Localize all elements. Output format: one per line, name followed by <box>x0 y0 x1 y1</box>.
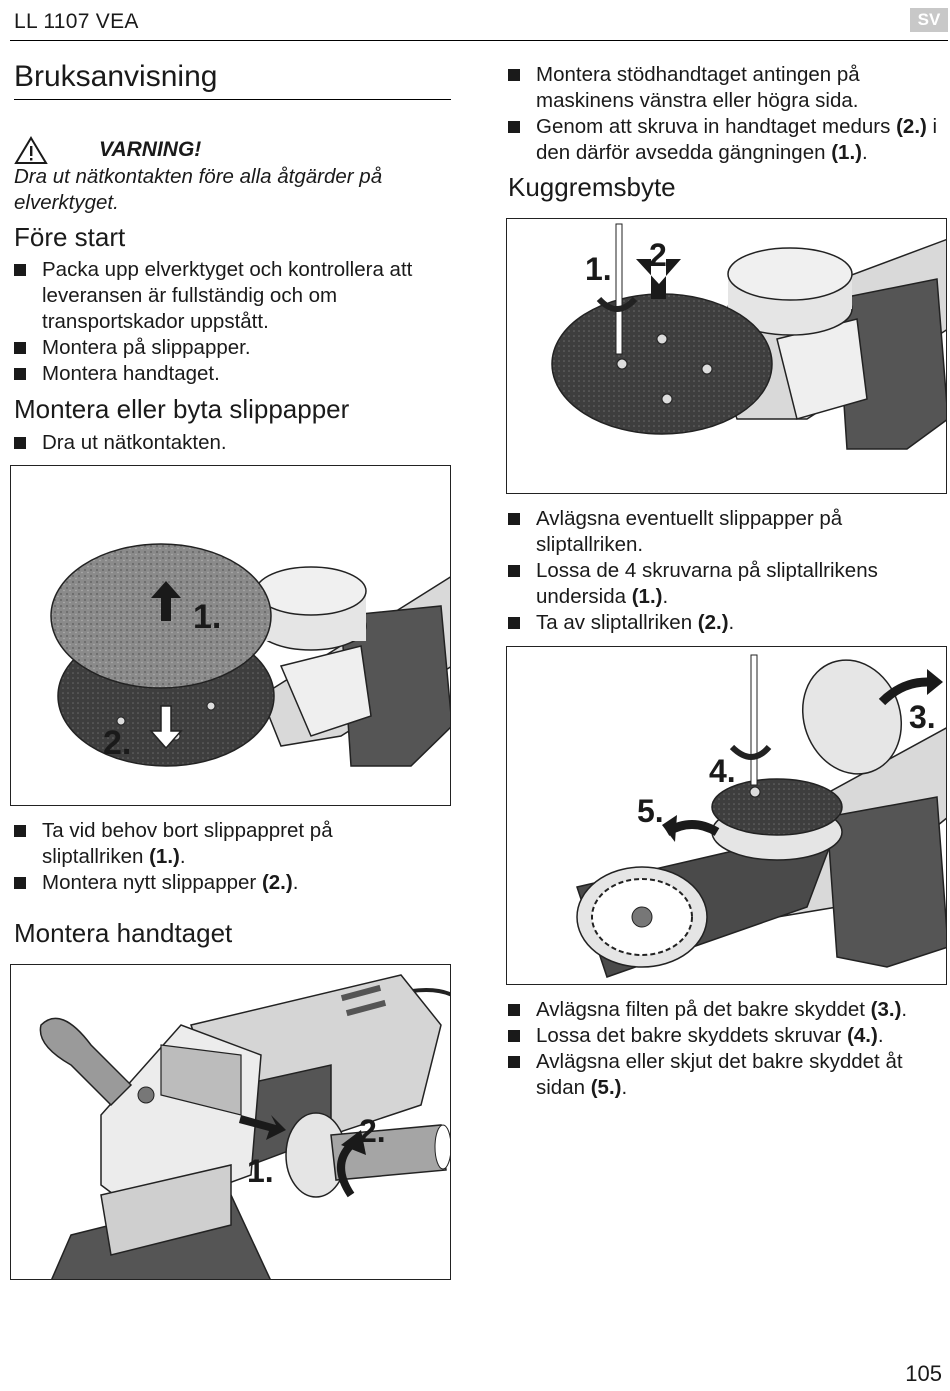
figure-label: 3. <box>909 699 936 735</box>
warning-text: Dra ut nätkontakten före alla åtgärder p… <box>14 165 383 214</box>
list-item: Avlägsna eller skjut det bakre skyddet å… <box>508 1049 938 1101</box>
list-item: Dra ut nätkontakten. <box>14 430 439 456</box>
list-item-text: Ta av sliptallriken <box>536 611 698 634</box>
step-reference: (2.) <box>896 115 927 138</box>
list-item-text: i den därför avsedda gängningen <box>536 115 938 164</box>
list-item-punct: . <box>621 1076 628 1099</box>
slippapper-after-list: Ta vid behov bort slippappret på sliptal… <box>14 818 439 896</box>
square-bullet-icon <box>508 513 520 525</box>
section-heading-fore-start: Före start <box>14 222 126 252</box>
kuggrem-steps-list: Avlägsna eventuellt slippapper på slipta… <box>508 506 938 636</box>
figure-label: 1. <box>193 598 222 636</box>
step-reference: (2.) <box>697 611 729 634</box>
figure-label: 1. <box>585 251 612 287</box>
square-bullet-icon <box>14 342 26 354</box>
square-bullet-icon <box>14 825 26 837</box>
section-heading-montera-handtaget: Montera handtaget <box>14 918 233 948</box>
list-item-punct: . <box>292 871 299 894</box>
square-bullet-icon <box>508 1004 520 1016</box>
list-item-text: Dra ut nätkontakten. <box>42 431 227 454</box>
list-item-punct: . <box>179 845 186 868</box>
square-bullet-icon <box>14 368 26 380</box>
figure-mount-handle: 2. 1. <box>10 964 451 1280</box>
list-item-text: Montera på slippapper. <box>42 336 251 359</box>
list-item: Montera på slippapper. <box>14 335 439 361</box>
step-reference: (1.) <box>831 141 862 164</box>
list-item: Lossa de 4 skruvarna på sliptallrikens u… <box>508 558 938 610</box>
step-reference: (3.) <box>870 998 902 1021</box>
list-item-text: Genom att skruva in handtaget medurs <box>536 115 897 138</box>
step-reference: (1.) <box>631 585 663 608</box>
figure-sanding-paper: 1. 2. <box>10 465 451 806</box>
list-item-text: Avlägsna eventuellt slippapper på slipta… <box>536 507 843 556</box>
figure-remove-pad: 1. 2. <box>506 218 947 494</box>
list-item-punct: . <box>662 585 669 608</box>
list-item: Montera stödhandtaget antingen på maskin… <box>508 62 938 114</box>
list-item-punct: . <box>877 1024 884 1047</box>
list-item: Genom att skruva in handtaget medurs (2.… <box>508 114 938 166</box>
list-item: Avlägsna filten på det bakre skyddet (3.… <box>508 997 938 1023</box>
warning-title: VARNING! <box>99 138 202 161</box>
figure-label: 5. <box>637 793 664 829</box>
figure-label: 2. <box>649 237 676 273</box>
list-item-punct: . <box>861 141 868 164</box>
step-reference: (4.) <box>847 1024 878 1047</box>
list-item-punct: . <box>901 998 908 1021</box>
list-item: Ta av sliptallriken (2.). <box>508 610 938 636</box>
warning-triangle-icon <box>14 136 48 164</box>
section-heading-montera-slippapper: Montera eller byta slippapper <box>14 394 350 424</box>
square-bullet-icon <box>508 617 520 629</box>
guard-steps-list: Avlägsna filten på det bakre skyddet (3.… <box>508 997 938 1101</box>
list-item-punct: . <box>728 611 735 634</box>
list-item: Montera handtaget. <box>14 361 439 387</box>
page-number: 105 <box>905 1361 942 1386</box>
square-bullet-icon <box>14 877 26 889</box>
figure-label: 4. <box>709 753 736 789</box>
step-reference: (2.) <box>261 871 293 894</box>
list-item-text: Lossa de 4 skruvarna på sliptallrikens u… <box>536 559 878 608</box>
square-bullet-icon <box>508 1030 520 1042</box>
header-rule <box>10 40 948 41</box>
page-title: Bruksanvisning <box>14 60 218 93</box>
figure-label: 1. <box>247 1153 274 1189</box>
fore-start-list: Packa upp elverktyget och kontrollera at… <box>14 257 439 387</box>
square-bullet-icon <box>508 69 520 81</box>
document-model: LL 1107 VEA <box>14 10 139 33</box>
square-bullet-icon <box>14 437 26 449</box>
step-reference: (1.) <box>149 845 180 868</box>
square-bullet-icon <box>508 1056 520 1068</box>
step-reference: (5.) <box>590 1076 622 1099</box>
title-rule <box>14 99 451 100</box>
square-bullet-icon <box>508 565 520 577</box>
list-item-text: Lossa det bakre skyddets skruvar <box>536 1024 848 1047</box>
handle-steps-list: Montera stödhandtaget antingen på maskin… <box>508 62 938 166</box>
section-heading-kuggremsbyte: Kuggremsbyte <box>508 172 676 202</box>
list-item: Avlägsna eventuellt slippapper på slipta… <box>508 506 938 558</box>
list-item-text: Avlägsna eller skjut det bakre skyddet å… <box>536 1050 903 1099</box>
figure-label: 2. <box>359 1113 386 1149</box>
list-item: Packa upp elverktyget och kontrollera at… <box>14 257 439 335</box>
square-bullet-icon <box>14 264 26 276</box>
language-badge: SV <box>910 8 948 32</box>
list-item-text: Montera nytt slippapper <box>42 871 262 894</box>
list-item: Lossa det bakre skyddets skruvar (4.). <box>508 1023 938 1049</box>
square-bullet-icon <box>508 121 520 133</box>
list-item: Montera nytt slippapper (2.). <box>14 870 439 896</box>
list-item-text: Packa upp elverktyget och kontrollera at… <box>42 258 413 333</box>
figure-rear-guard: 3. 4. 5. <box>506 646 947 985</box>
list-item-text: Avlägsna filten på det bakre skyddet <box>536 998 871 1021</box>
list-item-text: Montera stödhandtaget antingen på maskin… <box>536 63 860 112</box>
list-item-text: Ta vid behov bort slippappret på sliptal… <box>42 819 333 868</box>
slippapper-list: Dra ut nätkontakten. <box>14 430 439 456</box>
list-item: Ta vid behov bort slippappret på sliptal… <box>14 818 439 870</box>
list-item-text: Montera handtaget. <box>42 362 220 385</box>
figure-label: 2. <box>103 724 132 762</box>
